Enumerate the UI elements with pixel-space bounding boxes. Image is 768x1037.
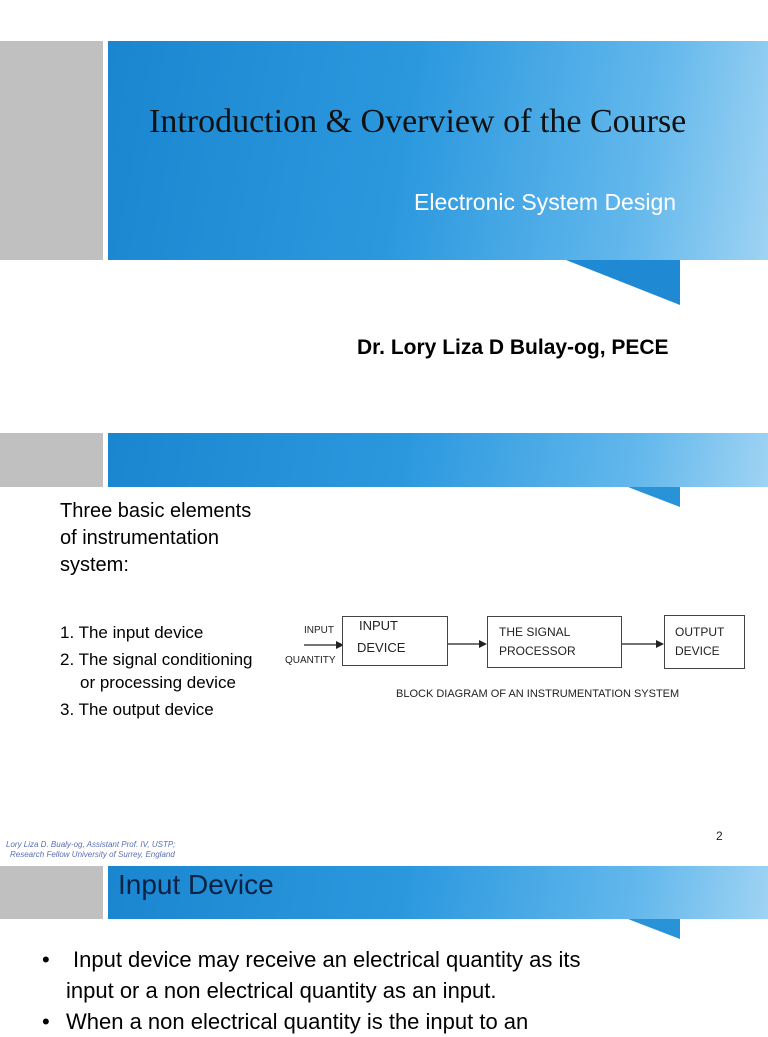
list-item-line: 2. The signal conditioning (60, 650, 253, 669)
slide3-banner-tail (628, 919, 680, 939)
slide2-header-banner (108, 433, 768, 487)
box-label: DEVICE (357, 640, 406, 655)
list-item: 1. The input device (60, 623, 204, 642)
box-label: PROCESSOR (499, 644, 576, 658)
bullet-marker: • (42, 947, 50, 972)
slide1-banner-tail (566, 260, 680, 305)
box-label: OUTPUT (675, 625, 725, 639)
slide1-title: Introduction & Overview of the Course (149, 103, 687, 140)
elements-list: 1. The input device 2. The signal condit… (60, 621, 300, 725)
footer-credit-line: Research Fellow University of Surrey, En… (10, 850, 175, 859)
bullet-item: • When a non electrical quantity is the … (42, 1006, 762, 1037)
diagram-input-label: INPUT (304, 625, 334, 636)
output-device-box: OUTPUT DEVICE (664, 615, 745, 669)
slide2-gray-block (0, 433, 103, 487)
box-label: DEVICE (675, 644, 720, 658)
list-item: 2. The signal conditioning or processing… (60, 648, 300, 694)
input-device-box: INPUT DEVICE (342, 616, 448, 666)
slide1-subtitle: Electronic System Design (414, 189, 677, 215)
bullet-line: Input device may receive an electrical q… (73, 947, 581, 972)
box-label: INPUT (359, 618, 398, 633)
input-arrow (304, 638, 344, 650)
intro-line: of instrumentation (60, 527, 219, 549)
slide1-gray-block (0, 41, 103, 260)
bullet-marker: • (42, 1009, 50, 1034)
bullet-line: input or a non electrical quantity as an… (66, 978, 497, 1003)
bullet-line: When a non electrical quantity is the in… (66, 1009, 529, 1034)
slide2-banner-tail (628, 487, 680, 507)
arrow-2 (622, 637, 665, 649)
signal-processor-box: THE SIGNAL PROCESSOR (487, 616, 622, 668)
arrow-1 (448, 637, 488, 649)
arrow-right-icon (622, 640, 664, 648)
slide1-author: Dr. Lory Liza D Bulay-og, PECE (357, 336, 669, 359)
input-arrow-icon (304, 641, 344, 649)
diagram-quantity-label: QUANTITY (285, 655, 336, 666)
slide1-title-banner (108, 41, 768, 260)
slide3-gray-block (0, 866, 103, 919)
list-item: 3. The output device (60, 700, 214, 719)
arrow-right-icon (448, 640, 487, 648)
page-number: 2 (716, 829, 723, 843)
footer-credit-line: Lory Liza D. Bualy-og, Assistant Prof. I… (6, 840, 176, 849)
slide3-section-title: Input Device (118, 869, 274, 900)
intro-line: Three basic elements (60, 500, 252, 522)
intro-line: system: (60, 554, 129, 576)
list-item-line: or processing device (80, 673, 236, 692)
bullet-item: • Input device may receive an electrical… (42, 944, 762, 1006)
footer-credit: Lory Liza D. Bualy-og, Assistant Prof. I… (6, 840, 206, 860)
diagram-caption: BLOCK DIAGRAM OF AN INSTRUMENTATION SYST… (396, 688, 680, 700)
slide2-intro: Three basic elements of instrumentation … (60, 498, 290, 579)
box-label: THE SIGNAL (499, 625, 571, 639)
slide3-header-banner (108, 866, 768, 919)
